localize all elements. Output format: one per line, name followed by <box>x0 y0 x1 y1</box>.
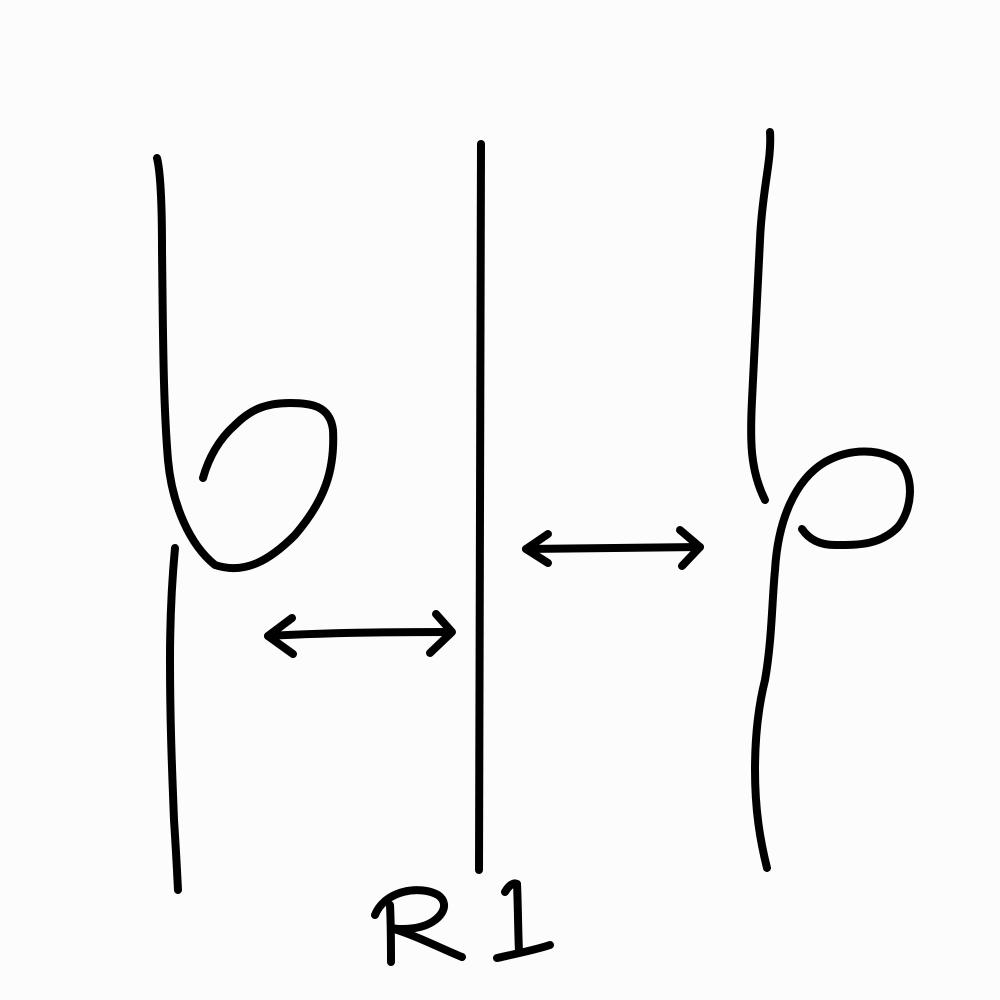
label-digit-one-stem <box>513 880 523 956</box>
arrow-right-head-start <box>522 530 552 567</box>
label-digit-one-base <box>493 941 554 962</box>
right-strand-with-kink <box>747 128 914 872</box>
move-label: R1 <box>400 871 541 983</box>
left-strand-lower-segment <box>166 544 182 894</box>
right-strand-lower-arc <box>751 447 914 872</box>
right-strand-upper-segment <box>747 128 775 504</box>
arrow-left-head-start <box>264 614 297 658</box>
arrow-right-head-end <box>676 526 704 570</box>
move-label-handwriting <box>371 879 554 966</box>
equivalence-arrow-right <box>522 526 704 570</box>
center-straight-strand <box>475 140 485 874</box>
arrow-right-shaft <box>522 543 704 553</box>
left-strand-upper-arc <box>153 154 338 573</box>
equivalence-arrow-left <box>264 610 456 658</box>
left-strand-with-kink <box>153 154 338 894</box>
label-letter-r-bowl <box>371 886 466 961</box>
arrow-left-head-end <box>426 610 456 657</box>
label-letter-r-stem <box>386 901 395 966</box>
arrow-left-shaft <box>264 628 454 640</box>
